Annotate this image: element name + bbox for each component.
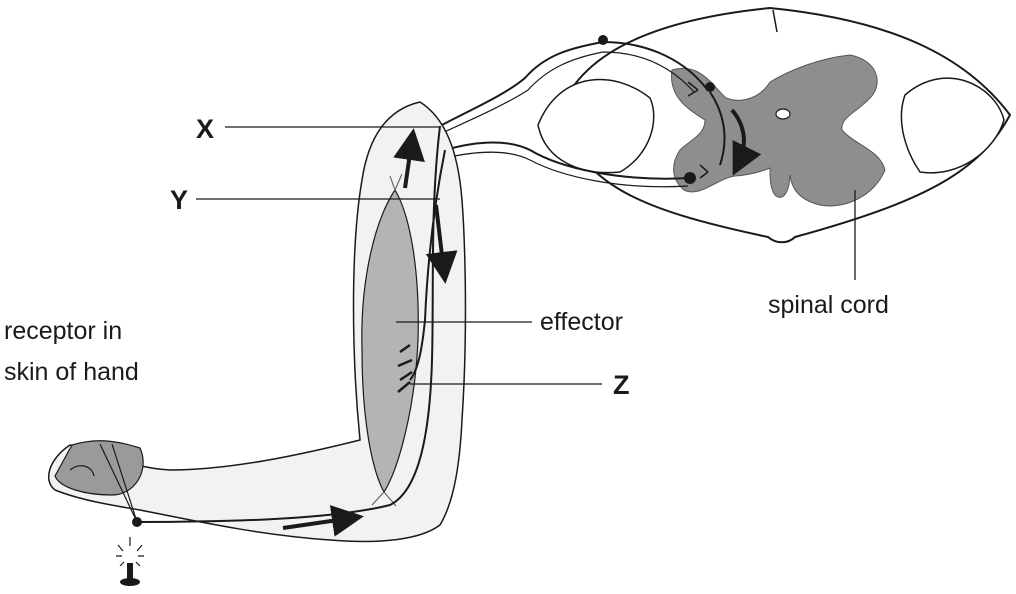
white-matter-left-column	[538, 80, 654, 173]
label-spinal-cord: spinal cord	[768, 291, 889, 319]
candle-stimulus	[116, 537, 144, 586]
label-effector: effector	[540, 308, 623, 336]
candle-flame-rays	[116, 537, 144, 566]
label-y: Y	[170, 185, 188, 215]
label-x: X	[196, 114, 214, 144]
motor-neurone-cell-body	[684, 172, 696, 184]
label-receptor-line2: skin of hand	[4, 358, 139, 386]
label-z: Z	[613, 370, 630, 400]
candle-body	[127, 563, 133, 580]
spinal-cord-section	[440, 8, 1010, 242]
relay-neurone-cell-body	[705, 82, 715, 92]
central-canal	[776, 109, 790, 119]
label-receptor-line1: receptor in	[4, 317, 122, 345]
